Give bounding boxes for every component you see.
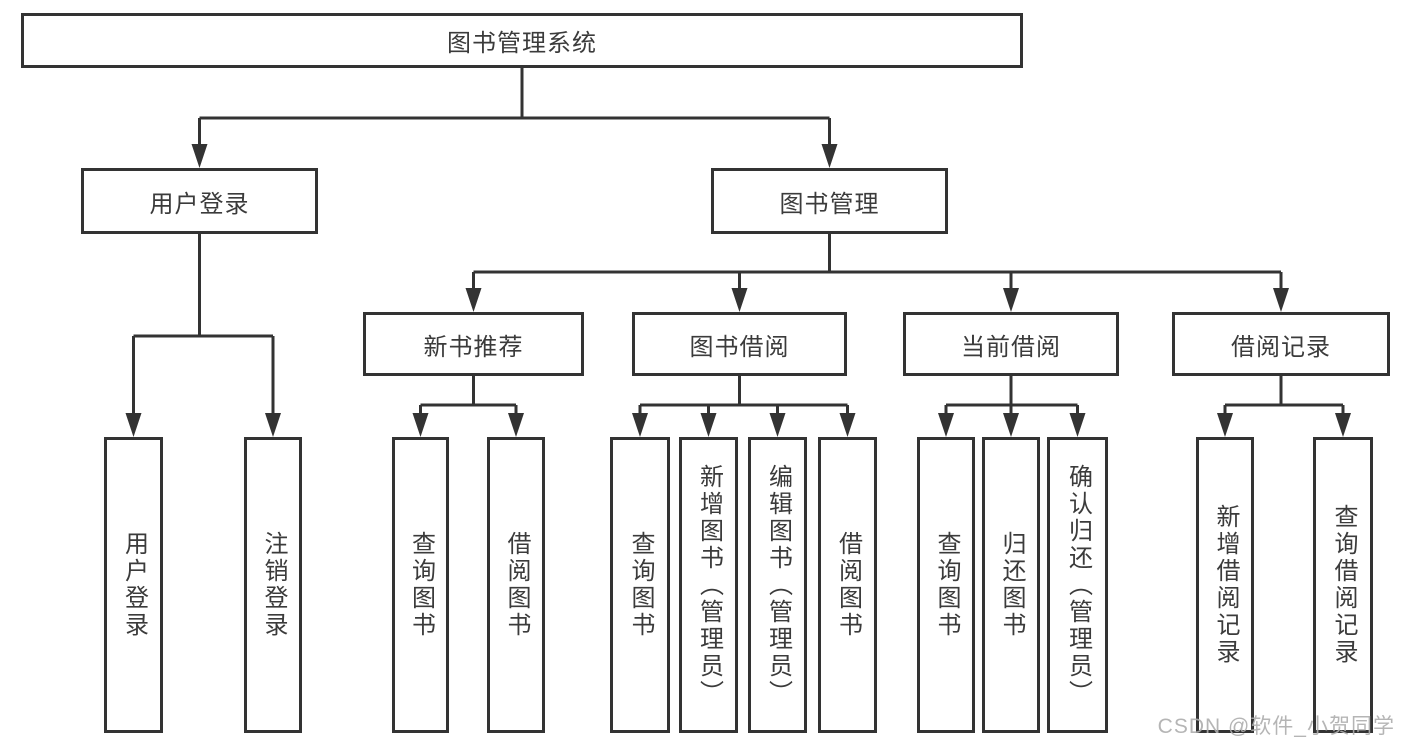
node-book-management: 图书管理: [711, 168, 948, 234]
leaf-query-books: 查询图书: [610, 437, 670, 733]
node-book-borrowing: 图书借阅: [632, 312, 847, 376]
leaf-query-borrow-record: 查询借阅记录: [1313, 437, 1373, 733]
csdn-watermark: CSDN @软件_小贺同学: [1157, 715, 1395, 738]
leaf-user-login: 用户登录: [104, 437, 163, 733]
node-borrowing-records: 借阅记录: [1172, 312, 1390, 376]
leaf-return-books: 归还图书: [982, 437, 1040, 733]
leaf-add-books-admin: 新增图书（管理员）: [679, 437, 738, 733]
leaf-query-books: 查询图书: [392, 437, 449, 733]
node-current-borrowing: 当前借阅: [903, 312, 1119, 376]
leaf-confirm-return-admin: 确认归还（管理员）: [1047, 437, 1108, 733]
node-user-login: 用户登录: [81, 168, 318, 234]
node-new-book-recommendation: 新书推荐: [363, 312, 584, 376]
node-root-library-management-system: 图书管理系统: [21, 13, 1023, 68]
leaf-edit-books-admin: 编辑图书（管理员）: [748, 437, 807, 733]
leaf-borrow-books: 借阅图书: [487, 437, 545, 733]
leaf-logout: 注销登录: [244, 437, 302, 733]
leaf-borrow-books: 借阅图书: [818, 437, 877, 733]
leaf-add-borrow-record: 新增借阅记录: [1196, 437, 1254, 733]
leaf-query-books: 查询图书: [917, 437, 975, 733]
